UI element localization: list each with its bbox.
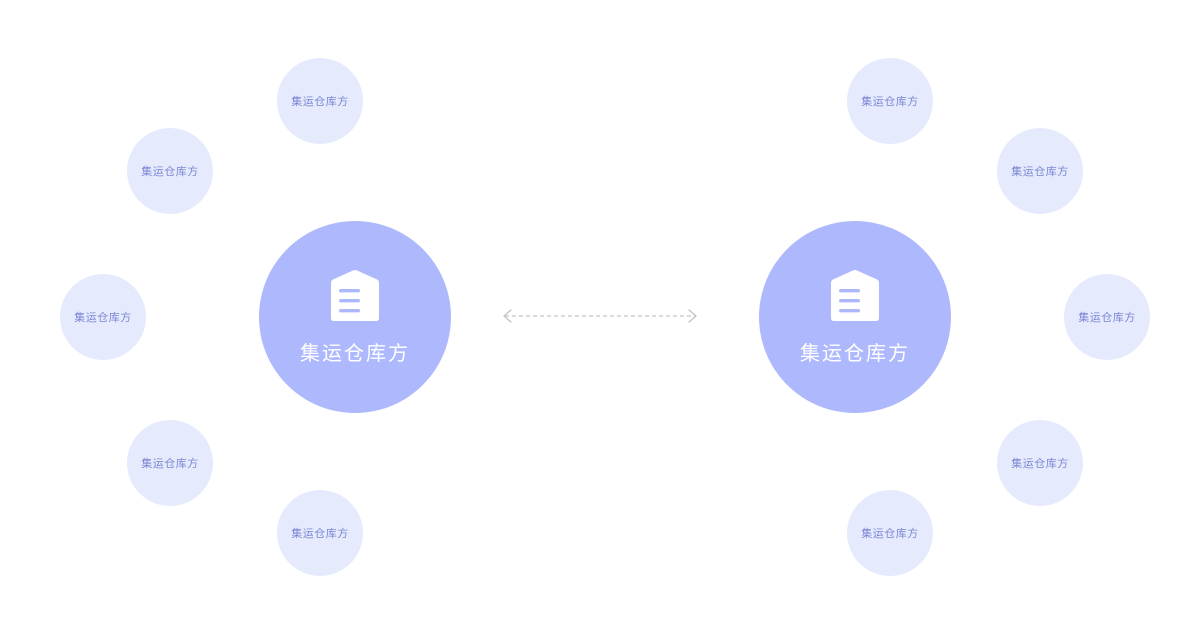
satellite-label: 集运仓库方	[1078, 311, 1136, 324]
right-satellite-node-4: 集运仓库方	[997, 420, 1083, 506]
left-satellite-node-4: 集运仓库方	[127, 420, 213, 506]
right-satellite-node-1: 集运仓库方	[847, 58, 933, 144]
right-satellite-node-2: 集运仓库方	[997, 128, 1083, 214]
satellite-label: 集运仓库方	[291, 95, 349, 108]
satellite-label: 集运仓库方	[291, 527, 349, 540]
right-satellite-node-3: 集运仓库方	[1064, 274, 1150, 360]
left-satellite-node-1: 集运仓库方	[277, 58, 363, 144]
satellite-label: 集运仓库方	[74, 311, 132, 324]
satellite-label: 集运仓库方	[141, 165, 199, 178]
hub-label: 集运仓库方	[800, 340, 910, 365]
warehouse-icon	[831, 269, 879, 321]
hub-label: 集运仓库方	[300, 340, 410, 365]
satellite-label: 集运仓库方	[1011, 165, 1069, 178]
satellite-label: 集运仓库方	[861, 95, 919, 108]
left-satellite-node-3: 集运仓库方	[60, 274, 146, 360]
satellite-label: 集运仓库方	[1011, 457, 1069, 470]
right-hub-node: 集运仓库方	[759, 221, 951, 413]
warehouse-icon	[331, 269, 379, 321]
right-satellite-node-5: 集运仓库方	[847, 490, 933, 576]
double-arrow-connector	[503, 309, 697, 323]
left-satellite-node-2: 集运仓库方	[127, 128, 213, 214]
satellite-label: 集运仓库方	[141, 457, 199, 470]
left-hub-node: 集运仓库方	[259, 221, 451, 413]
satellite-label: 集运仓库方	[861, 527, 919, 540]
left-satellite-node-5: 集运仓库方	[277, 490, 363, 576]
